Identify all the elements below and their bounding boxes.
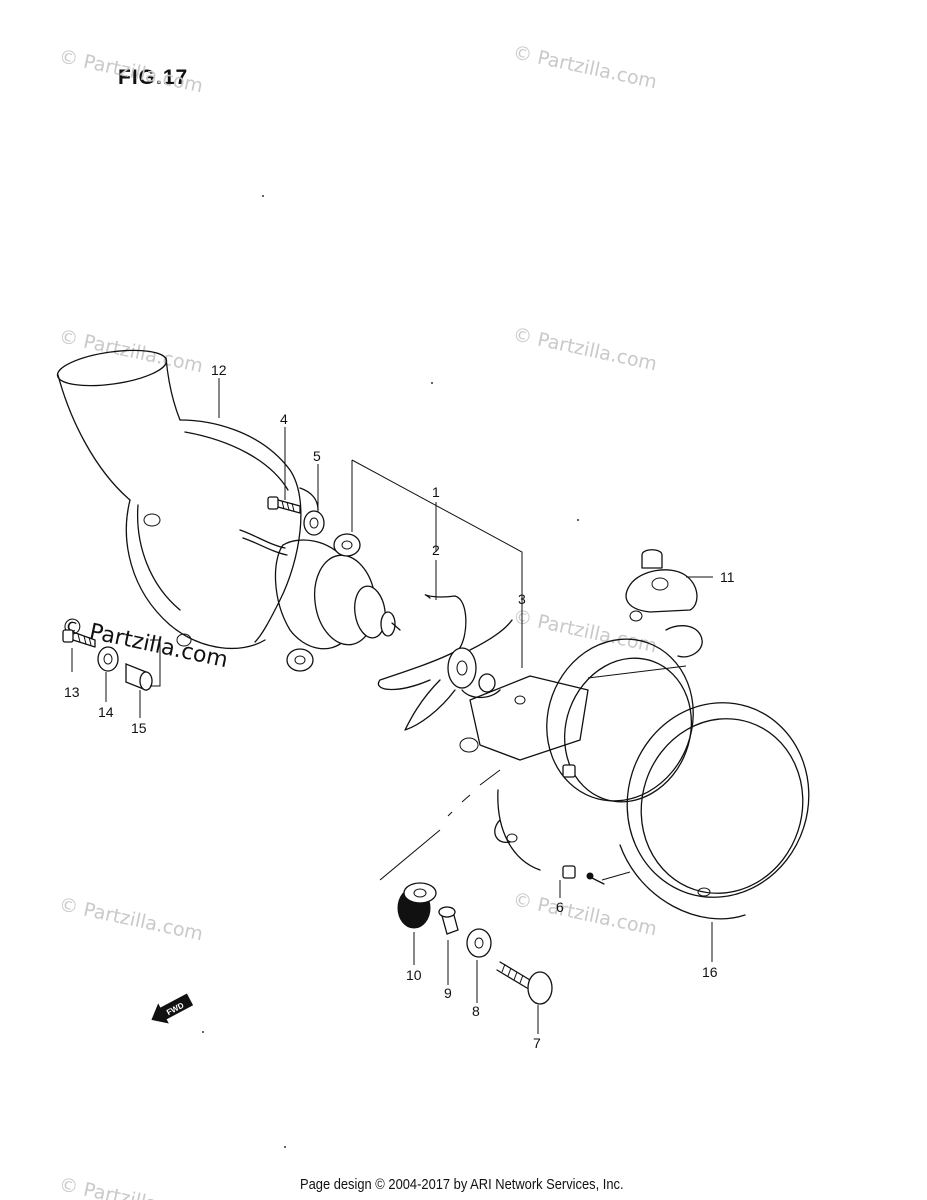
leader-lines [71, 378, 713, 1034]
watermark-text: © Partzilla.com [511, 323, 659, 375]
fwd-arrow-icon: FWD [151, 993, 194, 1024]
watermark-text: © Partzilla.com [57, 893, 205, 945]
callout-6: 6 [556, 899, 564, 915]
part-4-bolt [267, 496, 301, 514]
callout-1: 1 [432, 484, 440, 500]
callout-11: 11 [720, 569, 735, 585]
callout-7: 7 [533, 1035, 541, 1051]
part-16-ring [586, 702, 810, 920]
callout-12: 12 [211, 362, 227, 378]
part-15-collar [125, 663, 153, 691]
footer-copyright: Page design © 2004-2017 by ARI Network S… [300, 1176, 624, 1193]
watermark-text: © Partzilla.com [57, 325, 205, 377]
scan-specks [202, 195, 579, 1148]
part-9-collar [438, 906, 459, 935]
watermark-text: © Partzilla.com [511, 605, 659, 657]
callout-4: 4 [280, 411, 288, 427]
watermark-text: © Partzilla.com [511, 888, 659, 940]
part-1-housing [459, 625, 703, 881]
part-3-fan-motor [239, 529, 401, 672]
callout-10: 10 [406, 967, 422, 983]
part-7-bolt [496, 961, 553, 1005]
callout-5: 5 [313, 448, 321, 464]
callout-labels: 1 2 3 4 5 6 7 8 9 10 11 12 13 14 15 16 [64, 362, 735, 1051]
part-11-clip [625, 549, 698, 622]
part-10-grommet [397, 882, 437, 929]
callout-16: 16 [702, 964, 718, 980]
part-14-washer [97, 646, 119, 672]
part-12-fan-shroud [56, 349, 319, 650]
part-13-bolt [62, 629, 96, 648]
watermark-text: © Partzilla.com [57, 45, 205, 97]
part-8-washer [466, 928, 492, 958]
callout-3: 3 [518, 591, 526, 607]
part-2-fan [377, 594, 513, 731]
watermark-text: © Partzilla.com [511, 41, 659, 93]
callout-2: 2 [432, 542, 440, 558]
part-5-washer [303, 510, 325, 536]
callout-15: 15 [131, 720, 147, 736]
callout-13: 13 [64, 684, 80, 700]
watermark-text: © Partzilla.com [57, 1173, 205, 1200]
callout-14: 14 [98, 704, 114, 720]
callout-8: 8 [472, 1003, 480, 1019]
figure-title: FIG.17 [118, 66, 189, 89]
callout-9: 9 [444, 985, 452, 1001]
